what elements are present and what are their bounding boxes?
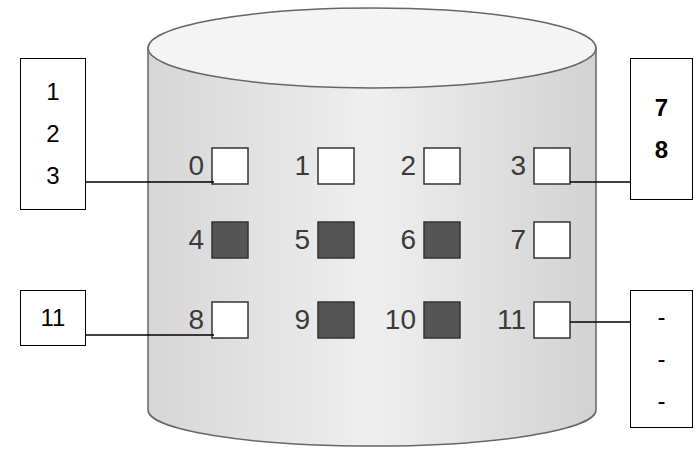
used-block (318, 222, 354, 258)
free-block (534, 302, 570, 338)
free-block (534, 222, 570, 258)
free-block (318, 148, 354, 184)
leader-line (570, 321, 630, 323)
callout-box: --- (630, 290, 693, 428)
block-number: 10 (385, 306, 416, 334)
free-block (212, 148, 248, 184)
block-number: 2 (400, 152, 416, 180)
used-block (212, 222, 248, 258)
block-list: 11 (41, 297, 66, 339)
used-block (318, 302, 354, 338)
block-list: 1 2 3 (46, 71, 59, 197)
callout-box: 11 (20, 290, 86, 346)
block-number: 9 (294, 306, 310, 334)
block-number: 5 (294, 226, 310, 254)
block-number: 6 (400, 226, 416, 254)
leader-line (86, 181, 214, 183)
used-block (424, 302, 460, 338)
disk-body (148, 48, 596, 446)
free-block (534, 148, 570, 184)
leader-lines (86, 182, 630, 335)
block-number: 8 (188, 306, 204, 334)
block-grid (212, 148, 570, 338)
block-number: 0 (188, 152, 204, 180)
disk-top (148, 8, 596, 88)
block-number: 7 (510, 226, 526, 254)
block-number: 4 (188, 226, 204, 254)
block-list: --- (658, 296, 666, 422)
free-block (424, 148, 460, 184)
used-block (424, 222, 460, 258)
callout-box: 1 2 3 (20, 58, 86, 210)
block-number: 1 (294, 152, 310, 180)
leader-line (86, 334, 214, 336)
free-block (212, 302, 248, 338)
block-number: 3 (510, 152, 526, 180)
callout-box: 7 8 (630, 58, 693, 200)
leader-line (570, 181, 630, 183)
block-number: 11 (497, 306, 526, 334)
block-list: 7 8 (655, 87, 668, 171)
